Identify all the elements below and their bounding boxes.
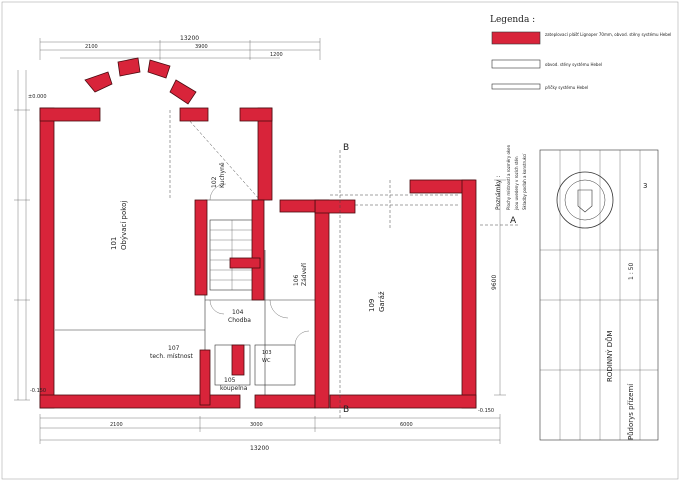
- room-104-name: Chodba: [228, 317, 251, 324]
- legend-title: Legenda :: [490, 15, 535, 25]
- legend-swatch-wall: [491, 59, 541, 69]
- project-name: RODINNÝ DŮM: [605, 331, 614, 382]
- room-109-number: 109: [368, 299, 376, 312]
- room-106-name: Zádveří: [301, 263, 308, 286]
- right-dimension-chain: 9600: [491, 179, 506, 396]
- dim-top-3: 1200: [270, 52, 283, 58]
- legend-item-2: obvod. stěny systému Hebel: [545, 62, 602, 67]
- drawing-title: Půdorys přízemí: [627, 383, 635, 440]
- room-labels: 101 Obývací pokoj 102 Kuchyně 103 WC 104…: [110, 162, 386, 392]
- left-dimension-chain: [14, 70, 30, 401]
- dim-top-total: 13200: [180, 35, 199, 42]
- section-b-top: B: [343, 143, 349, 153]
- notes-line-3: Skladby podlah a konstrukcí: [522, 153, 527, 210]
- section-a-marker: A: [510, 216, 517, 226]
- legend-swatch-partition: [491, 83, 541, 90]
- legend-item-3: příčky systému Hebel: [545, 85, 588, 90]
- level-bottom-right: -0.150: [478, 408, 494, 414]
- room-103-name: WC: [262, 358, 271, 364]
- section-markers: B B A: [339, 143, 520, 420]
- room-107-name: tech. místnost: [150, 353, 194, 360]
- section-b-bottom: B: [343, 405, 349, 415]
- room-106-number: 106: [293, 274, 300, 286]
- dim-bottom-total: 13200: [250, 445, 269, 452]
- room-101-name: Obývací pokoj: [120, 201, 128, 250]
- dim-bottom-2: 3000: [250, 422, 263, 428]
- legend: Legenda : zateplovací plášť Lignoper 70m…: [490, 15, 671, 90]
- top-dimension-chains: 13200 2100 3900 1200: [39, 35, 321, 60]
- room-109-name: Garáž: [378, 291, 386, 312]
- dim-right-total: 9600: [491, 275, 498, 290]
- stamp-shield-icon: [577, 189, 593, 213]
- room-105-number: 105: [224, 377, 236, 384]
- level-marks: ±0.000 -0.150 -0.150: [28, 94, 494, 414]
- title-block: Půdorys přízemí RODINNÝ DŮM 1 : 50 3: [539, 149, 659, 441]
- notes-title: Poznámky :: [495, 176, 502, 210]
- dim-top-1: 2100: [85, 44, 98, 50]
- sheet-number: 3: [643, 182, 647, 190]
- legend-swatch-insulation: [491, 31, 541, 45]
- drawing-scale: 1 : 50: [628, 263, 635, 280]
- room-103-number: 103: [262, 350, 272, 356]
- dim-bottom-3: 6000: [400, 422, 413, 428]
- level-bottom-left: -0.150: [30, 388, 46, 394]
- room-102-number: 102: [211, 176, 218, 188]
- dim-top-2: 3900: [195, 44, 208, 50]
- legend-item-1: zateplovací plášť Lignoper 70mm, obvod. …: [545, 32, 671, 37]
- level-top-left: ±0.000: [28, 94, 47, 100]
- room-107-number: 107: [168, 345, 180, 352]
- door-swings: [209, 183, 310, 346]
- room-102-name: Kuchyně: [219, 162, 226, 188]
- notes-block: Poznámky : Plochy místností a rozměry ok…: [495, 144, 527, 211]
- notes-line-1: Plochy místností a rozměry oken: [506, 144, 511, 210]
- dim-bottom-1: 2100: [110, 422, 123, 428]
- room-104-number: 104: [232, 309, 244, 316]
- official-stamp: [556, 171, 614, 229]
- notes-line-2: jsou uvedeny v rozích stěn: [514, 156, 519, 211]
- room-105-name: koupelna: [220, 385, 248, 392]
- bottom-dimension-chains: 13200 2100 3000 6000: [39, 414, 501, 452]
- interior-lines: [55, 109, 460, 395]
- exterior-walls: [39, 57, 477, 409]
- room-101-number: 101: [110, 237, 118, 250]
